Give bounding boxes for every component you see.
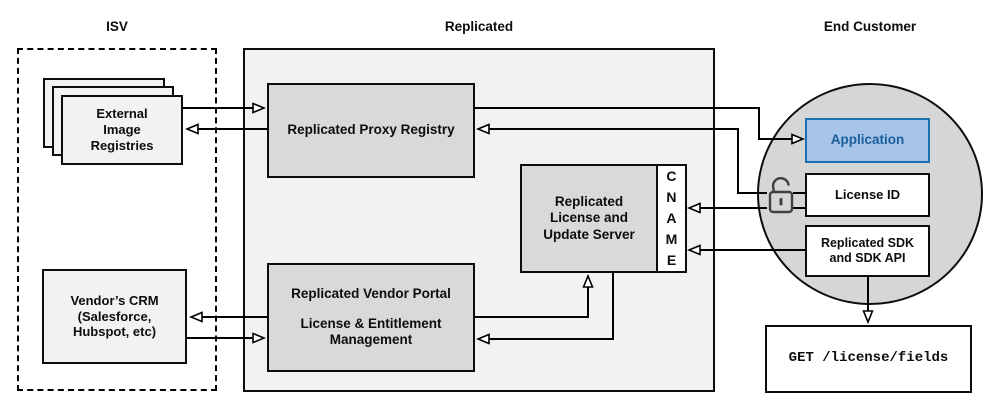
end-customer-section-title: End Customer [823,19,917,34]
get-license-fields-node: GET /license/fields [765,325,972,393]
vendors-crm-node: Vendor’s CRM (Salesforce, Hubspot, etc) [42,269,187,364]
replicated-section-title: Replicated [444,19,514,34]
isv-section-title: ISV [106,19,128,34]
vendor-portal-subtitle: License & Entitlement Management [300,315,442,348]
license-id-node: License ID [805,173,930,217]
proxy-registry-node: Replicated Proxy Registry [267,83,475,178]
cname-strip: C N A M E [656,164,687,273]
vendor-portal-title: Replicated Vendor Portal [291,286,451,302]
external-image-registries-node: External Image Registries [61,95,183,165]
application-node: Application [805,118,930,163]
replicated-sdk-node: Replicated SDK and SDK API [805,225,930,277]
license-update-server-node: Replicated License and Update Server [520,164,658,273]
vendor-portal-node: Replicated Vendor Portal License & Entit… [267,263,475,372]
